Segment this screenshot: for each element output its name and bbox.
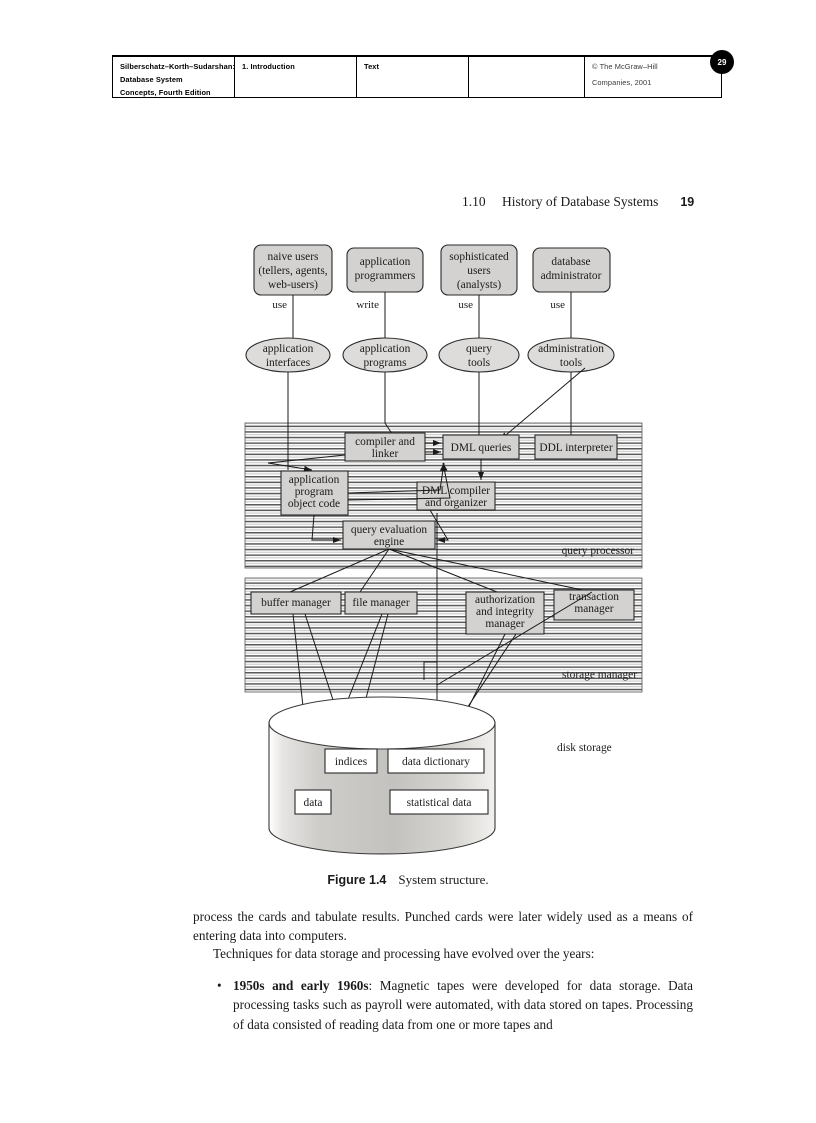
figure-system-structure: naive users (tellers, agents, web-users)… [244, 244, 643, 855]
user-box-3-line-1: administrator [541, 270, 602, 282]
section-heading: 1.10 History of Database Systems 19 [462, 194, 694, 210]
section-page-number: 19 [680, 195, 695, 209]
qp-box-application-program-object-code-line-2: object code [288, 498, 340, 510]
figure-caption: Figure 1.4 System structure. [0, 872, 816, 888]
interface-2-line-0: query [466, 343, 492, 355]
qp-box-query-evaluation-engine-line-1: engine [374, 536, 404, 548]
user-verb-1: write [356, 299, 379, 311]
interface-1-line-1: programs [363, 357, 407, 369]
user-box-0-line-0: naive users [268, 251, 319, 263]
engine-to-storage-connectors [289, 548, 593, 593]
sm-box-transaction-manager-line-1: manager [574, 603, 613, 615]
body-bullet-list: • 1950s and early 1960s: Magnetic tapes w… [193, 976, 693, 1034]
interface-0-line-1: interfaces [266, 357, 311, 369]
disk-cylinder [268, 696, 496, 855]
user-verb-3: use [550, 299, 565, 311]
header-chapter: 1. Introduction [242, 62, 295, 71]
section-title: History of Database Systems [502, 194, 659, 209]
list-item: • 1950s and early 1960s: Magnetic tapes w… [193, 976, 693, 1034]
user-box-1-line-1: programmers [355, 270, 416, 282]
user-box-3-line-0: database [551, 256, 590, 268]
storage-manager-band-label: storage manager [562, 669, 637, 681]
query-processor-band-label: query processor [562, 545, 635, 557]
user-box-0-line-1: (tellers, agents, [258, 265, 327, 277]
qp-box-query-evaluation-engine-line-0: query evaluation [351, 524, 428, 536]
disk-box-data-dictionary-line-0: data dictionary [402, 756, 470, 768]
interface-ellipses [245, 337, 615, 373]
body-text: process the cards and tabulate results. … [193, 908, 693, 1034]
qp-box-dml-queries-line-0: DML queries [451, 442, 512, 454]
disk-box-data-line-0: data [304, 797, 323, 809]
interface-0-line-0: application [263, 343, 314, 355]
bullet-term: 1950s and early 1960s [233, 977, 369, 993]
header-divider-3 [468, 55, 469, 97]
user-box-2-line-2: (analysts) [457, 279, 501, 291]
query-processor-arrows [267, 440, 484, 575]
user-box-0-line-2: web-users) [268, 279, 318, 291]
disk-box-statistical-data-line-0: statistical data [407, 797, 472, 809]
sm-box-authorization-and-integrity-manager-line-0: authorization [475, 594, 535, 606]
header-divider-5 [721, 55, 722, 97]
header-publisher-1: © The McGraw–Hill [592, 62, 658, 71]
page-number-badge: 29 [710, 50, 734, 74]
figure-caption-text: System structure. [398, 872, 489, 887]
sm-box-transaction-manager-line-0: transaction [569, 591, 619, 603]
interface-to-processor-connectors [287, 367, 586, 470]
qp-box-compiler-and-linker-line-0: compiler and [355, 436, 415, 448]
disk-storage-label: disk storage [557, 742, 612, 754]
sm-box-authorization-and-integrity-manager-line-2: manager [485, 618, 524, 630]
disk-content-boxes [294, 748, 489, 815]
header-divider-1 [234, 55, 235, 97]
header-book-authors: Silberschatz–Korth–Sudarshan: [120, 62, 236, 71]
header-divider-4 [584, 55, 585, 97]
user-verb-2: use [458, 299, 473, 311]
interface-3-line-0: administration [538, 343, 604, 355]
body-paragraph-1: process the cards and tabulate results. … [193, 909, 693, 943]
qp-box-dml-compiler-and-organizer-line-1: and organizer [425, 497, 487, 509]
figure-caption-label: Figure 1.4 [327, 873, 387, 887]
header-rule-bottom [112, 97, 722, 98]
header-part: Text [364, 62, 380, 71]
user-box-2-line-0: sophisticated [449, 251, 509, 263]
header-divider-2 [356, 55, 357, 97]
section-number: 1.10 [462, 194, 486, 209]
header-book-title-1: Database System [120, 75, 183, 84]
header-book-title-2: Concepts, Fourth Edition [120, 88, 211, 97]
disk-box-indices-line-0: indices [335, 756, 368, 768]
bullet-dot-icon: • [217, 977, 222, 993]
user-verb-0: use [272, 299, 287, 311]
user-box-1-line-0: application [360, 256, 411, 268]
qp-box-ddl-interpreter-line-0: DDL interpreter [539, 442, 612, 454]
sm-box-file-manager-line-0: file manager [352, 597, 409, 609]
sm-box-buffer-manager-line-0: buffer manager [261, 597, 331, 609]
header-publisher-2: Companies, 2001 [592, 78, 652, 87]
user-role-boxes [253, 244, 611, 296]
interface-2-line-1: tools [468, 357, 491, 369]
header-divider-0 [112, 55, 113, 97]
header-rule-top [112, 55, 722, 57]
running-header: Silberschatz–Korth–Sudarshan: Database S… [112, 55, 722, 98]
qp-box-dml-compiler-and-organizer-line-0: DML compiler [422, 485, 490, 497]
storage-manager-boxes [250, 589, 635, 635]
user-box-2-line-1: users [467, 265, 491, 277]
body-paragraph-2: Techniques for data storage and processi… [213, 946, 595, 962]
interface-1-line-0: application [360, 343, 411, 355]
user-to-interface-connectors [292, 292, 572, 340]
interface-3-line-1: tools [560, 357, 583, 369]
qp-box-application-program-object-code-line-1: program [295, 486, 334, 498]
qp-box-application-program-object-code-line-0: application [289, 474, 340, 486]
sm-box-authorization-and-integrity-manager-line-1: and integrity [476, 606, 534, 618]
qp-box-compiler-and-linker-line-1: linker [372, 448, 399, 460]
bullet-text: : Magnetic tapes were developed for data… [233, 977, 693, 1032]
